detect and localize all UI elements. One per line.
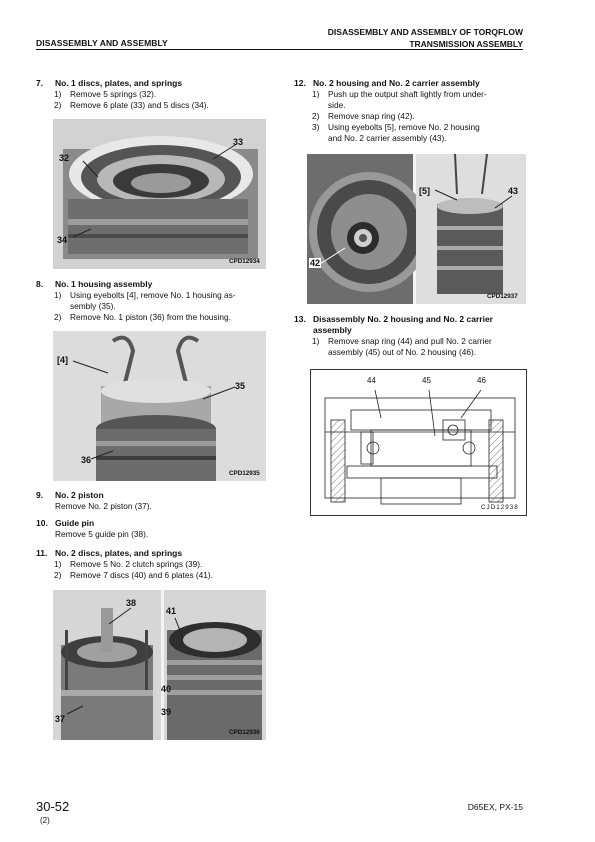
step-9: 9.No. 2 piston Remove No. 2 piston (37). — [36, 490, 276, 512]
callout-eyebolt-5: [5] — [419, 186, 430, 196]
header-divider — [36, 49, 523, 50]
step-13: 13.Disassembly No. 2 housing and No. 2 c… — [294, 314, 526, 358]
section-title-line2: TRANSMISSION ASSEMBLY — [409, 39, 523, 49]
step-7-item-2: 2)Remove 6 plate (33) and 5 discs (34). — [54, 100, 209, 110]
revision-mark: (2) — [40, 816, 50, 825]
callout-43: 43 — [508, 186, 519, 196]
step-13-item-1: 1)Remove snap ring (44) and pull No. 2 c… — [312, 336, 492, 357]
step-11-item-2: 2)Remove 7 discs (40) and 6 plates (41). — [54, 570, 213, 580]
figure-cpd12937: 42 [5] 43 CPD12937 — [307, 154, 526, 304]
step-13-heading: 13.Disassembly No. 2 housing and No. 2 c… — [294, 314, 493, 335]
figure-cjd12938: 44 45 46 CJD12938 — [310, 369, 527, 516]
step-11-item-1: 1)Remove 5 No. 2 clutch springs (39). — [54, 559, 203, 569]
figure-cpd12935: [4] 35 36 CPD12935 — [53, 331, 266, 481]
step-11: 11.No. 2 discs, plates, and springs 1)Re… — [36, 548, 276, 581]
callout-40: 40 — [161, 684, 172, 694]
step-12-item-3: 3)Using eyebolts [5], remove No. 2 housi… — [312, 122, 480, 143]
step-12-item-1: 1)Push up the output shaft lightly from … — [312, 89, 487, 110]
callout-41: 41 — [166, 606, 177, 616]
callout-38: 38 — [126, 598, 137, 608]
figure-caption: CPD12935 — [229, 470, 260, 477]
callout-39: 39 — [161, 707, 172, 717]
figure-cpd12936: 38 41 40 39 37 CPD12936 — [53, 590, 266, 740]
model-name: D65EX, PX-15 — [467, 802, 523, 812]
step-9-heading: 9.No. 2 piston — [36, 490, 104, 500]
callout-42: 42 — [309, 258, 322, 268]
step-8: 8.No. 1 housing assembly 1)Using eyebolt… — [36, 279, 276, 323]
callout-33: 33 — [233, 137, 244, 147]
step-7-item-1: 1)Remove 5 springs (32). — [54, 89, 157, 99]
step-7: 7.No. 1 discs, plates, and springs 1)Rem… — [36, 78, 276, 111]
callout-37: 37 — [55, 714, 66, 724]
step-8-heading: 8.No. 1 housing assembly — [36, 279, 153, 289]
chapter-title: DISASSEMBLY AND ASSEMBLY — [36, 38, 168, 48]
callout-44: 44 — [367, 376, 376, 385]
figure-cpd12934: 32 33 34 CPD12934 — [53, 119, 266, 269]
section-title: DISASSEMBLY AND ASSEMBLY OF TORQFLOW TRA… — [328, 26, 523, 50]
callout-35: 35 — [235, 381, 246, 391]
step-7-heading: 7.No. 1 discs, plates, and springs — [36, 78, 183, 88]
section-title-line1: DISASSEMBLY AND ASSEMBLY OF TORQFLOW — [327, 27, 523, 37]
figure-caption: CPD12936 — [229, 729, 260, 736]
step-10-text: Remove 5 guide pin (38). — [55, 529, 149, 539]
figure-caption: CJD12938 — [481, 504, 519, 511]
step-8-item-1: 1)Using eyebolts [4], remove No. 1 housi… — [54, 290, 236, 311]
callout-32: 32 — [59, 153, 70, 163]
step-12-item-2: 2)Remove snap ring (42). — [312, 111, 415, 121]
step-10: 10.Guide pin Remove 5 guide pin (38). — [36, 518, 276, 540]
callout-46: 46 — [477, 376, 486, 385]
callout-36: 36 — [81, 455, 92, 465]
step-11-heading: 11.No. 2 discs, plates, and springs — [36, 548, 183, 558]
figure-caption: CPD12934 — [229, 258, 260, 265]
callout-eyebolt-4: [4] — [57, 355, 68, 365]
page-number: 30-52 — [36, 799, 70, 814]
step-10-heading: 10.Guide pin — [36, 518, 95, 528]
callout-34: 34 — [57, 235, 68, 245]
step-9-text: Remove No. 2 piston (37). — [55, 501, 152, 511]
step-12: 12.No. 2 housing and No. 2 carrier assem… — [294, 78, 526, 144]
step-12-heading: 12.No. 2 housing and No. 2 carrier assem… — [294, 78, 480, 88]
callout-45: 45 — [422, 376, 431, 385]
figure-caption: CPD12937 — [487, 293, 518, 300]
step-8-item-2: 2)Remove No. 1 piston (36) from the hous… — [54, 312, 231, 322]
